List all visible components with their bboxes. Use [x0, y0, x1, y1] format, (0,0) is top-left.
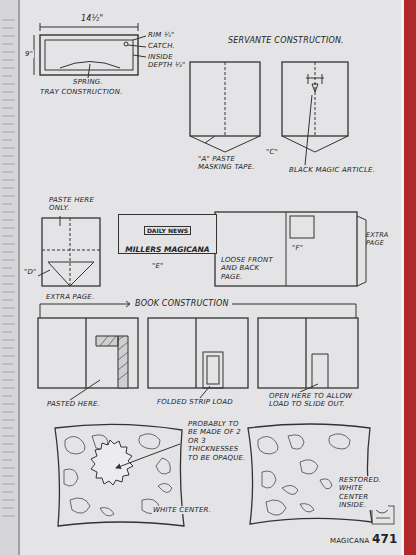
annotation-label: PASTED HERE. [46, 400, 101, 408]
annotation-label: RESTORED. WHITE CENTER INSIDE. [338, 476, 388, 510]
annotation-label: "A" PASTE MASKING TAPE. [198, 155, 260, 172]
annotation-label: 9" [24, 50, 34, 58]
annotation-label: EXTRA PAGE. [46, 293, 94, 301]
annotation-label: 14½" [80, 14, 104, 24]
page-footer: 471 [372, 532, 398, 546]
annotation-label: EXTRA PAGE [366, 232, 398, 248]
annotation-label: "F" [292, 244, 303, 252]
annotation-label: "D" [24, 268, 36, 276]
annotation-label: INSIDE DEPTH ¼" [148, 53, 196, 70]
annotation-label: RIM ¼" [148, 31, 174, 39]
annotation-label: CATCH. [148, 42, 175, 50]
annotation-label: SPRING. [72, 78, 104, 86]
annotation-label: SERVANTE CONSTRUCTION. [228, 36, 344, 46]
newspaper-box: DAILY NEWS MILLERS MAGICANA [118, 214, 217, 254]
annotation-label: WHITE CENTER. [152, 506, 212, 514]
annotation-label: TRAY CONSTRUCTION. [40, 88, 123, 96]
annotation-label: FOLDED STRIP LOAD [156, 398, 234, 406]
annotation-label: OPEN HERE TO ALLOW LOAD TO SLIDE OUT. [268, 392, 370, 409]
annotation-label: "C" [266, 148, 278, 156]
annotation-label: PROBABLY TO BE MADE OF 2 OR 3 THICKNESSE… [188, 420, 246, 462]
annotation-label: "E" [152, 262, 163, 270]
annotation-label: BLACK MAGIC ARTICLE. [288, 166, 376, 174]
annotation-label: PASTE HERE ONLY. [48, 196, 102, 213]
annotation-label: LOOSE FRONT AND BACK PAGE. [220, 256, 284, 281]
annotation-label: BOOK CONSTRUCTION [134, 299, 230, 309]
newspaper-masthead: DAILY NEWS [144, 226, 191, 235]
newspaper-headline: MILLERS MAGICANA [125, 245, 209, 254]
page-footer: MAGICANA [330, 537, 370, 545]
